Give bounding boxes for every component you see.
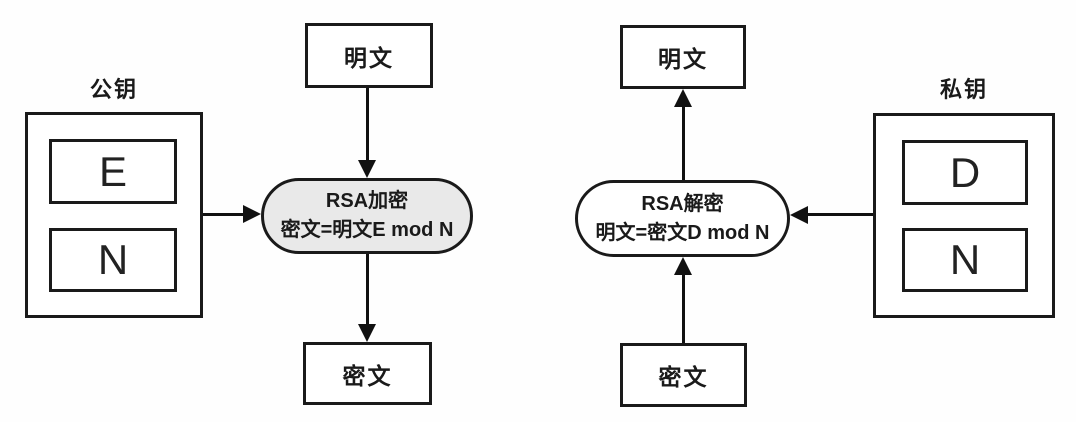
ciphertext-input-box: 密文: [620, 343, 747, 407]
private-key-modulus-box: N: [902, 228, 1028, 292]
private-key-exponent-value: D: [949, 148, 981, 196]
public-key-label: 公钥: [89, 77, 138, 102]
public-key-modulus-box: N: [49, 228, 177, 292]
private-key-modulus-value: N: [949, 236, 981, 283]
rsa-encrypt-formula: 密文=明文E mod N: [280, 219, 454, 241]
plaintext-input-label: 明文: [344, 44, 394, 71]
ciphertext-input-label: 密文: [658, 364, 709, 390]
public-key-exponent-box: E: [49, 139, 177, 204]
rsa-decrypt-title: RSA解密: [641, 192, 724, 215]
plaintext-input-box: 明文: [305, 23, 433, 88]
rsa-encrypt-process: RSA加密 密文=明文E mod N: [261, 178, 473, 254]
plaintext-result-label: 明文: [658, 46, 708, 72]
rsa-decrypt-formula: 明文=密文D mod N: [595, 221, 770, 244]
private-key-exponent-box: D: [902, 140, 1028, 205]
public-key-modulus-value: N: [97, 236, 129, 283]
private-key-label: 私钥: [939, 77, 988, 102]
rsa-decrypt-process: RSA解密 明文=密文D mod N: [575, 180, 790, 257]
rsa-encrypt-title: RSA加密: [325, 190, 409, 212]
ciphertext-output-label: 密文: [342, 362, 393, 389]
public-key-exponent-value: E: [98, 147, 127, 195]
plaintext-result-box: 明文: [620, 25, 746, 89]
ciphertext-output-box: 密文: [303, 342, 432, 405]
